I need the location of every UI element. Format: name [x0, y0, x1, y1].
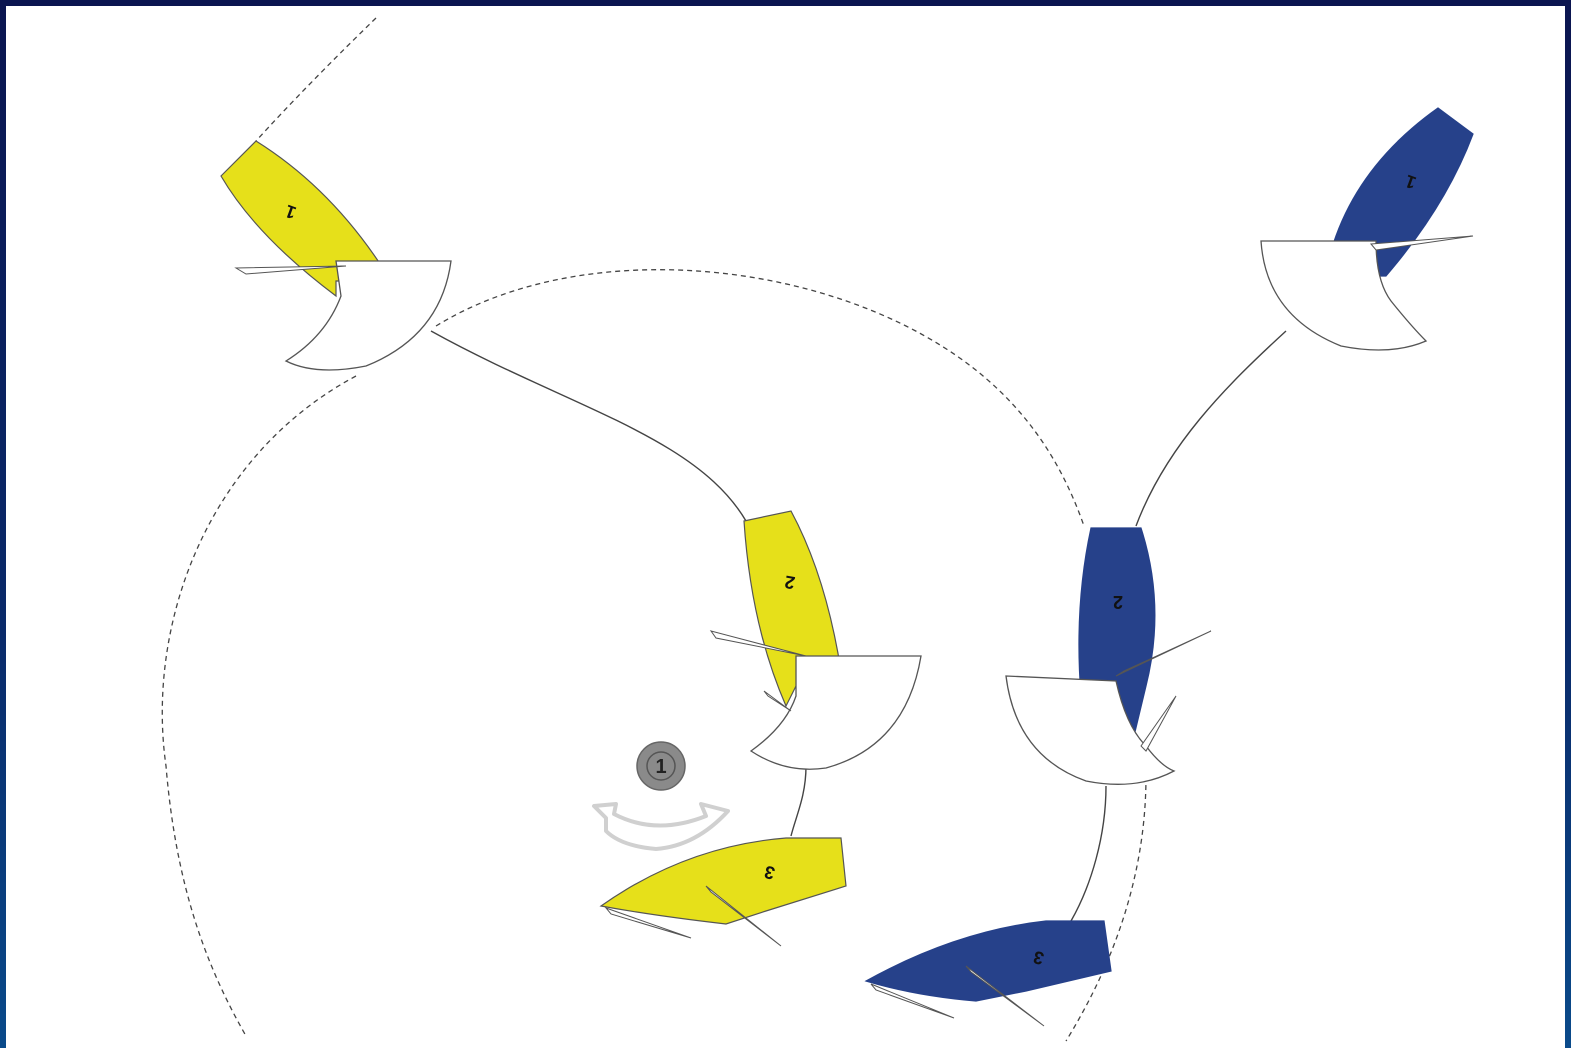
- yellow-boat-2: 2: [709, 510, 922, 770]
- dashed-track-top-left: [255, 17, 377, 142]
- blue-boat-3: 3: [864, 920, 1112, 1027]
- blue-boat-3-boom: [870, 983, 955, 1019]
- blue-boat-2-boom: [1115, 630, 1212, 677]
- step-badge-inner-ring: [646, 751, 676, 781]
- blue-track-2-3: [1070, 785, 1107, 922]
- dashed-arc-left: [161, 375, 357, 1037]
- dashed-arc-top: [435, 269, 1085, 527]
- step-badge: 1: [636, 741, 686, 791]
- blue-boat-1: 1: [1260, 107, 1474, 351]
- blue-boat-1-sail-shape: [1330, 107, 1474, 277]
- blue-boat-1-hull-white: [1260, 240, 1428, 351]
- yellow-boat-3-tiller: [705, 885, 782, 947]
- blue-boat-2-hull-white: [1005, 675, 1176, 785]
- yellow-boat-1-boom: [234, 265, 347, 275]
- yellow-boat-3-hull-shape: [599, 837, 847, 925]
- sailing-maneuver-diagram: 1 2 3: [161, 17, 1474, 1042]
- yellow-boat-1-hull-white: [284, 260, 452, 371]
- yellow-track-2-3: [790, 765, 807, 837]
- yellow-boat-2-boom: [709, 630, 807, 657]
- blue-boat-2-label: 2: [1113, 592, 1123, 612]
- blue-boat-2-tiller: [1140, 695, 1177, 752]
- blue-boat-3-hull-shape: [864, 920, 1112, 1002]
- yellow-boat-3: 3: [599, 837, 847, 947]
- blue-boat-2: 2: [1005, 527, 1212, 785]
- counterclockwise-arrow-icon: [592, 802, 730, 851]
- step-badge-circle: [636, 741, 686, 791]
- diagram-canvas: 1 2 3: [6, 6, 1565, 1048]
- yellow-boat-3-boom: [604, 906, 692, 939]
- blue-boat-3-tiller: [965, 965, 1045, 1027]
- step-badge-label: 1: [655, 756, 666, 778]
- blue-boat-1-boom: [1369, 235, 1474, 251]
- yellow-boat-1: 1: [220, 140, 452, 371]
- blue-boat-3-label: 3: [1031, 947, 1046, 969]
- blue-track-1-2: [1135, 330, 1287, 527]
- yellow-boat-2-tiller: [763, 690, 792, 712]
- yellow-boat-2-label: 2: [783, 572, 796, 593]
- yellow-track-1-2: [430, 330, 747, 522]
- yellow-boat-3-label: 3: [762, 862, 777, 884]
- yellow-boat-2-hull-white: [749, 655, 922, 770]
